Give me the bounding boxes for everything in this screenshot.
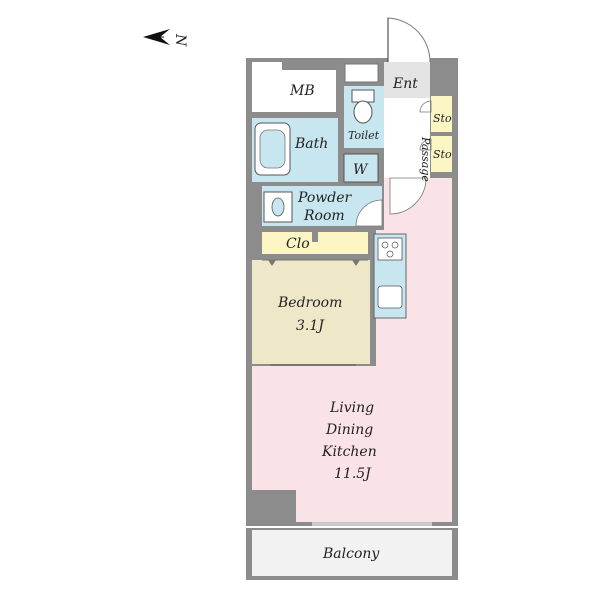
entrance-door xyxy=(387,17,431,63)
ldk-label-line3: Kitchen xyxy=(321,444,377,460)
compass: N xyxy=(143,29,188,47)
ldk-label-line2: Dining xyxy=(325,422,373,438)
compass-north-label: N xyxy=(172,33,188,47)
powder-door xyxy=(355,199,383,227)
bedroom-label-line2: 3.1J xyxy=(296,318,325,334)
clo-label: Clo xyxy=(286,236,310,252)
ldk-label-line1: Living xyxy=(329,400,374,416)
kitchen-sink-icon xyxy=(377,285,403,309)
balcony-label: Balcony xyxy=(322,546,380,562)
passage-label: Passage xyxy=(419,136,432,182)
closet xyxy=(262,232,368,254)
mb-area xyxy=(252,62,336,112)
sto-label-1: Sto xyxy=(433,112,452,125)
washer-space xyxy=(343,153,379,183)
fridge-space xyxy=(344,63,379,83)
powder-label-line1: Powder xyxy=(297,190,353,206)
mb-label: MB xyxy=(289,83,315,99)
toilet-bowl-icon xyxy=(353,100,373,124)
bedroom-label-line1: Bedroom xyxy=(277,295,342,311)
ldk-label-line4: 11.5J xyxy=(334,466,372,482)
bath-label: Bath xyxy=(294,136,328,152)
w-label: W xyxy=(353,162,369,178)
sink-icon xyxy=(271,197,285,217)
toilet-label: Toilet xyxy=(348,129,380,142)
powder-label-line2: Room xyxy=(303,208,345,224)
bedroom xyxy=(252,260,370,364)
ent-label: Ent xyxy=(392,76,418,92)
passage-area xyxy=(384,98,430,178)
sto-label-2: Sto xyxy=(433,148,452,161)
entrance-area xyxy=(384,62,430,98)
storage-2 xyxy=(431,136,452,172)
storage-1 xyxy=(431,96,452,132)
passage-door xyxy=(389,177,427,215)
stove-icon xyxy=(377,237,403,261)
